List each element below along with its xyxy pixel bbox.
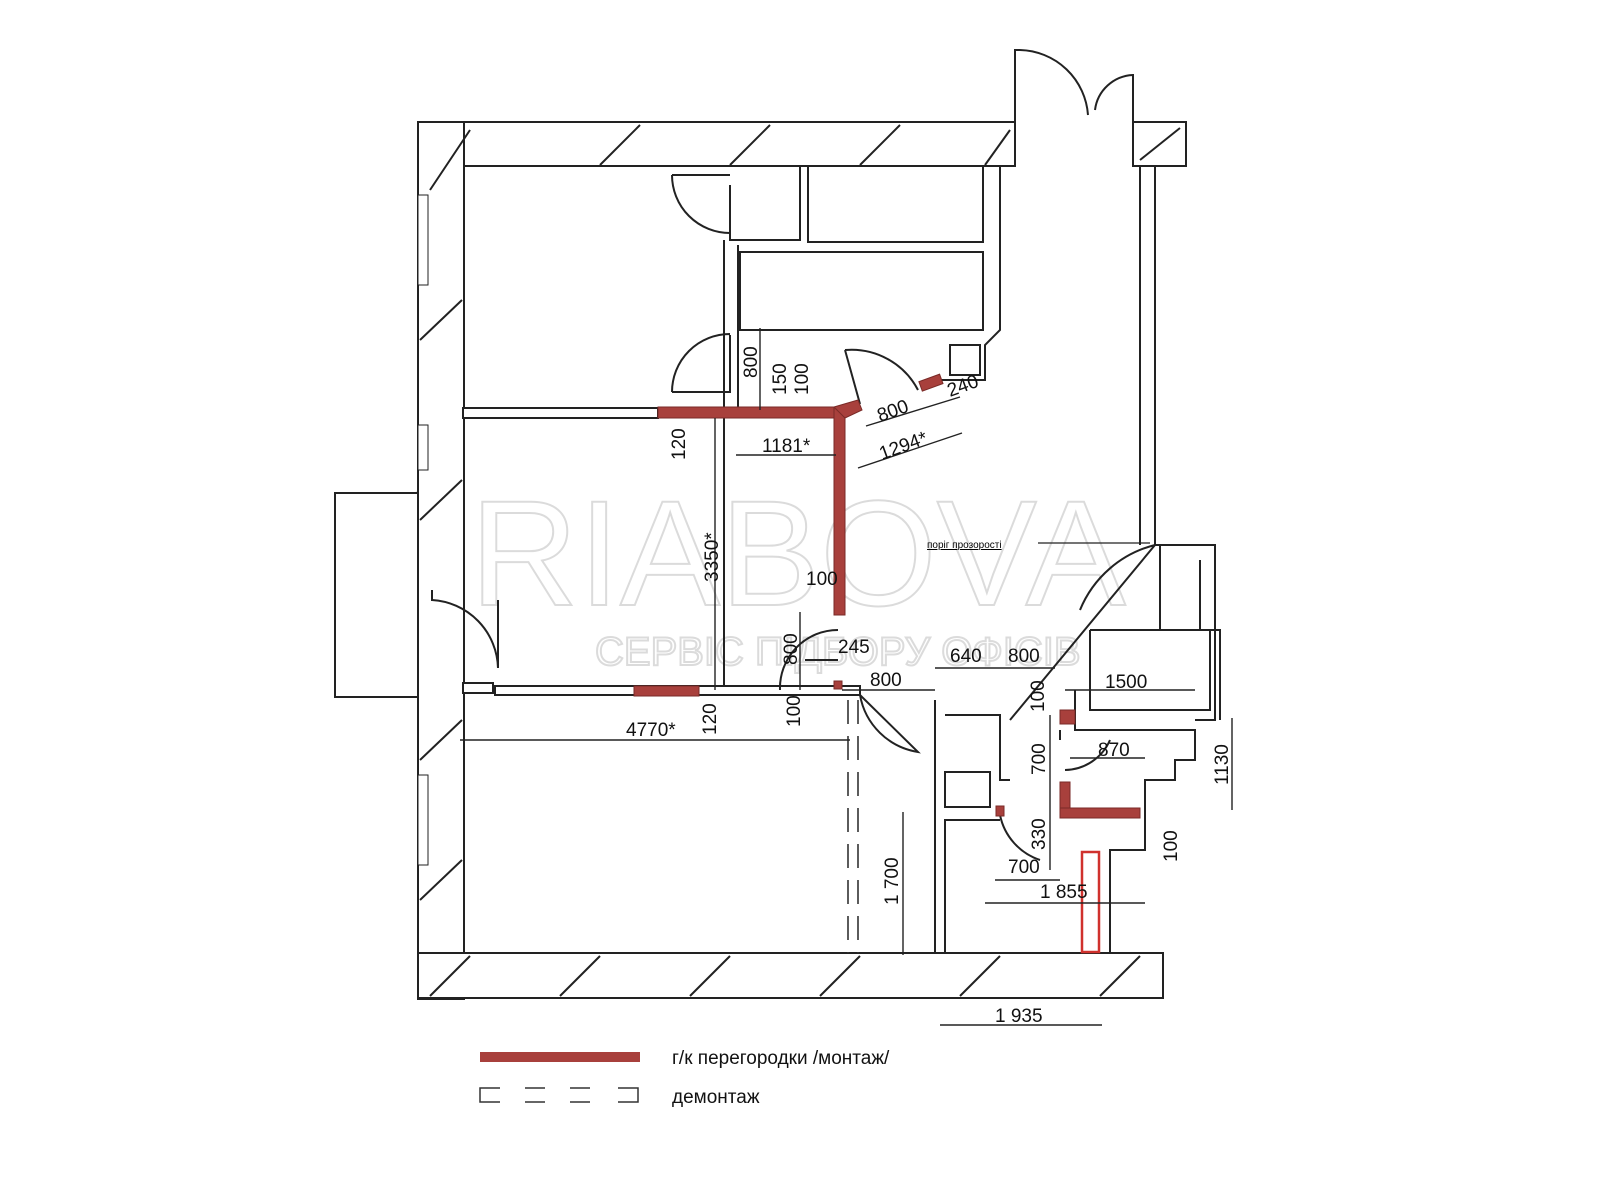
demolition-walls xyxy=(847,700,859,953)
dim-3350: 3350* xyxy=(702,532,723,582)
dim-800-door: 800 xyxy=(875,396,912,427)
dim-800-corridor: 800 xyxy=(870,670,902,691)
dim-1700: 1 700 xyxy=(882,857,903,905)
dim-700-horiz: 700 xyxy=(1008,857,1040,878)
dim-330: 330 xyxy=(1029,818,1050,850)
interior-walls xyxy=(462,165,984,696)
new-partitions xyxy=(633,373,1141,954)
outer-walls xyxy=(334,49,1221,1000)
dimension-lines xyxy=(460,328,1233,1026)
dimension-labels: 800 150 100 120 1181* 800 240 1294* 3350… xyxy=(626,346,1233,1027)
dim-870: 870 xyxy=(1098,740,1130,761)
dim-1855: 1 855 xyxy=(1040,882,1088,903)
dim-1294: 1294* xyxy=(877,428,931,465)
dim-4770: 4770* xyxy=(626,720,676,741)
dim-100-vert: 100 xyxy=(1028,680,1049,712)
dim-800-right: 800 xyxy=(1008,646,1040,667)
dim-120-top: 120 xyxy=(669,428,690,460)
legend: г/к перегородки /монтаж/ демонтаж xyxy=(479,1048,890,1108)
threshold-label: поріг прозорості xyxy=(927,540,1002,551)
dim-100-mid: 100 xyxy=(806,569,838,590)
dim-100-right: 100 xyxy=(1161,830,1182,862)
dim-1500: 1500 xyxy=(1105,672,1147,693)
dim-1935: 1 935 xyxy=(995,1006,1043,1027)
dim-640: 640 xyxy=(950,646,982,667)
dim-150: 150 xyxy=(770,363,791,395)
watermark: RIABOVA СЕРВІС ПІДБОРУ ОФІСІВ xyxy=(363,468,1127,675)
legend-demolish-label: демонтаж xyxy=(672,1087,760,1108)
legend-install-label: г/к перегородки /монтаж/ xyxy=(672,1048,890,1069)
dim-245: 245 xyxy=(838,637,870,658)
dim-800-top: 800 xyxy=(741,346,762,378)
dim-100-top: 100 xyxy=(792,363,813,395)
dim-700-vert: 700 xyxy=(1029,743,1050,775)
dim-120-bottom: 120 xyxy=(700,703,721,735)
dim-800-left: 800 xyxy=(781,633,802,665)
dim-100-bottom: 100 xyxy=(784,695,805,727)
legend-demolish-swatch xyxy=(479,1087,639,1103)
dim-1181: 1181* xyxy=(762,436,811,457)
dim-1130: 1130 xyxy=(1212,744,1233,785)
watermark-tagline: СЕРВІС ПІДБОРУ ОФІСІВ xyxy=(595,630,1081,674)
legend-install-swatch xyxy=(480,1052,640,1062)
watermark-brand: RIABOVA xyxy=(470,469,1126,637)
doors xyxy=(431,49,1156,861)
